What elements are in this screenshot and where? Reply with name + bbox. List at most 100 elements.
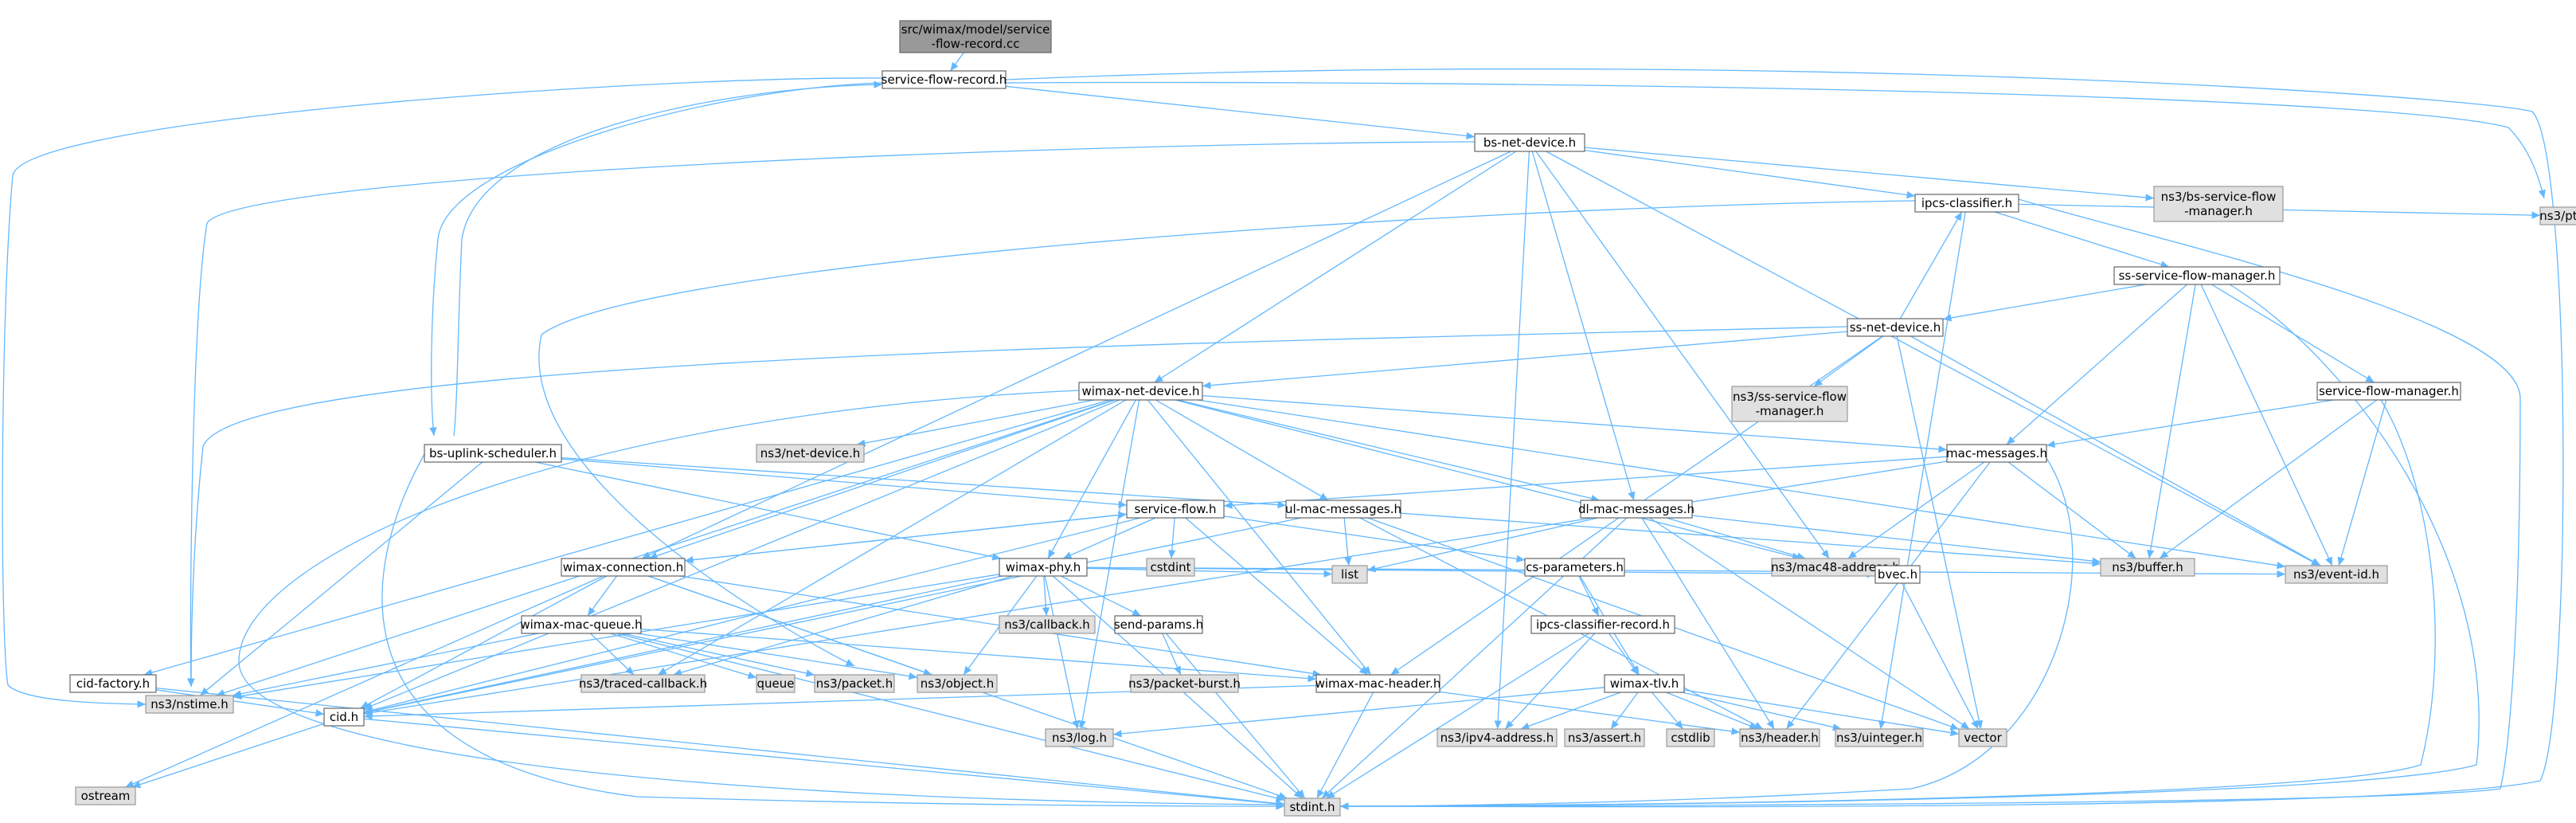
node-stdint[interactable]: stdint.h [1284,798,1341,817]
node-mac48[interactable]: ns3/mac48-address.h [1771,558,1900,577]
edge-sfr-to-bsus [429,82,883,437]
node-label: service-flow.h [1135,502,1217,516]
node-cid[interactable]: cid.h [323,707,365,727]
node-ssnd[interactable]: ss-net-device.h [1847,318,1944,337]
node-dlmac[interactable]: dl-mac-messages.h [1578,500,1695,519]
node-bsus[interactable]: bs-uplink-scheduler.h [424,444,562,463]
node-wmh[interactable]: wimax-mac-header.h [1315,674,1441,693]
edge-wmq-to-stdint [616,633,1285,802]
node-vector[interactable]: vector [1958,728,2007,747]
edge-wphy-to-cid [363,575,1003,715]
node-object[interactable]: ns3/object.h [917,674,998,693]
node-label: bvec.h [1878,567,1917,582]
edge-bsnd-to-nstime [186,141,1476,688]
node-label: src/wimax/model/service [901,22,1050,37]
edge-sfm-to-stdint [1339,399,2436,810]
node-cidfactory[interactable]: cid-factory.h [69,674,157,693]
node-pktburst[interactable]: ns3/packet-burst.h [1128,674,1241,693]
node-list[interactable]: list [1331,565,1368,584]
node-sendparams[interactable]: send-params.h [1114,615,1203,634]
node-bsnd[interactable]: bs-net-device.h [1474,133,1585,152]
edge-sf-to-cstdint [1168,517,1176,559]
node-box [1731,386,1848,422]
node-sssfm[interactable]: ss-service-flow-manager.h [2113,266,2281,285]
node-ptr[interactable]: ns3/ptr.h [2539,206,2576,225]
node-ulmac[interactable]: ul-mac-messages.h [1285,500,1401,519]
edge-macmsg-to-mac48 [1847,461,1985,559]
node-uinteger[interactable]: ns3/uinteger.h [1835,728,1924,747]
node-box [1284,798,1341,817]
node-box [1078,382,1203,401]
edge-wmq-to-wmh [640,628,1317,683]
edge-wmh-to-header [1439,691,1741,735]
node-label: ns3/event-id.h [2293,567,2379,582]
edge-macmsg-to-buffer [2007,461,2136,559]
node-csparam[interactable]: cs-parameters.h [1524,558,1625,577]
node-wphy[interactable]: wimax-phy.h [999,558,1088,577]
node-wmq[interactable]: wimax-mac-queue.h [520,615,643,634]
node-label: ns3/packet.h [816,676,893,691]
node-box [2100,558,2195,577]
node-box [424,444,562,463]
edge-sfm-to-buffer [2159,399,2378,559]
node-nsssfm[interactable]: ns3/ss-service-flow-manager.h [1731,386,1848,422]
node-label: ss-net-device.h [1850,320,1941,335]
node-label: cs-parameters.h [1526,560,1624,574]
node-queue[interactable]: queue [756,674,795,693]
edge-wnd-to-dlmac [1177,399,1600,503]
node-label: wimax-mac-queue.h [520,617,642,632]
edge-bsnd-to-wnd [1154,151,1517,383]
edge-macmsg-to-stdint [1339,457,2074,810]
edge-macmsg-to-sf [1223,456,1948,509]
node-box [2285,565,2388,584]
node-label: ns3/traced-callback.h [579,676,707,691]
edge-wnd-to-ulmac [1155,399,1329,501]
node-bssfm[interactable]: ns3/bs-service-flow-manager.h [2153,186,2284,222]
node-box [1474,133,1585,152]
edge-wtlv-to-ipv4 [1520,692,1621,730]
edge-ipcs-to-sssfm [1994,211,2170,268]
node-ipcs[interactable]: ipcs-classifier.h [1914,194,2019,213]
nodes: src/wimax/model/service-flow-record.cc se… [69,20,2576,817]
node-cstdlib[interactable]: cstdlib [1666,728,1715,747]
node-wtlv[interactable]: wimax-tlv.h [1604,674,1685,693]
edge-bsus-to-sf [561,458,1128,508]
node-assert[interactable]: ns3/assert.h [1564,728,1645,747]
edge-ssnd-to-eventid [1910,335,2321,566]
node-callback[interactable]: ns3/callback.h [999,615,1096,634]
node-header[interactable]: ns3/header.h [1739,728,1820,747]
node-root[interactable]: src/wimax/model/service-flow-record.cc [899,20,1052,53]
node-buffer[interactable]: ns3/buffer.h [2100,558,2195,577]
edge-bvec-to-vector [1902,582,1979,730]
node-label: service-flow-manager.h [2319,384,2459,398]
node-cstdint[interactable]: cstdint [1146,558,1195,577]
node-sfm[interactable]: service-flow-manager.h [2316,382,2461,401]
node-box [756,674,795,693]
node-sfr[interactable]: service-flow-record.h [881,70,1007,89]
node-sf[interactable]: service-flow.h [1126,500,1225,519]
node-box [881,70,1007,89]
edge-sssfm-to-macmsg [2006,284,2188,445]
node-box [1331,565,1368,584]
node-log[interactable]: ns3/log.h [1045,728,1114,747]
node-ipcsrec[interactable]: ipcs-classifier-record.h [1530,615,1675,634]
node-netdev[interactable]: ns3/net-device.h [756,444,865,463]
node-traced[interactable]: ns3/traced-callback.h [579,674,707,693]
node-bvec[interactable]: bvec.h [1874,565,1921,584]
node-wnd[interactable]: wimax-net-device.h [1078,382,1203,401]
node-label: ns3/callback.h [1004,617,1090,632]
edge-ulmac-to-buffer [1400,512,2101,567]
node-macmsg[interactable]: mac-messages.h [1946,444,2047,463]
node-eventid[interactable]: ns3/event-id.h [2285,565,2388,584]
edge-wconn-to-ostream [125,575,604,788]
node-label: cid-factory.h [76,676,150,691]
node-box [69,674,157,693]
edge-sendparams-to-stdint [1165,633,1306,799]
node-label: ns3/nstime.h [150,697,228,711]
node-packet[interactable]: ns3/packet.h [814,674,895,693]
node-ipv4[interactable]: ns3/ipv4-address.h [1437,728,1558,747]
node-label: ns3/ipv4-address.h [1440,731,1554,745]
node-nstime[interactable]: ns3/nstime.h [145,695,234,714]
node-wconn[interactable]: wimax-connection.h [561,558,686,577]
node-ostream[interactable]: ostream [75,786,136,805]
